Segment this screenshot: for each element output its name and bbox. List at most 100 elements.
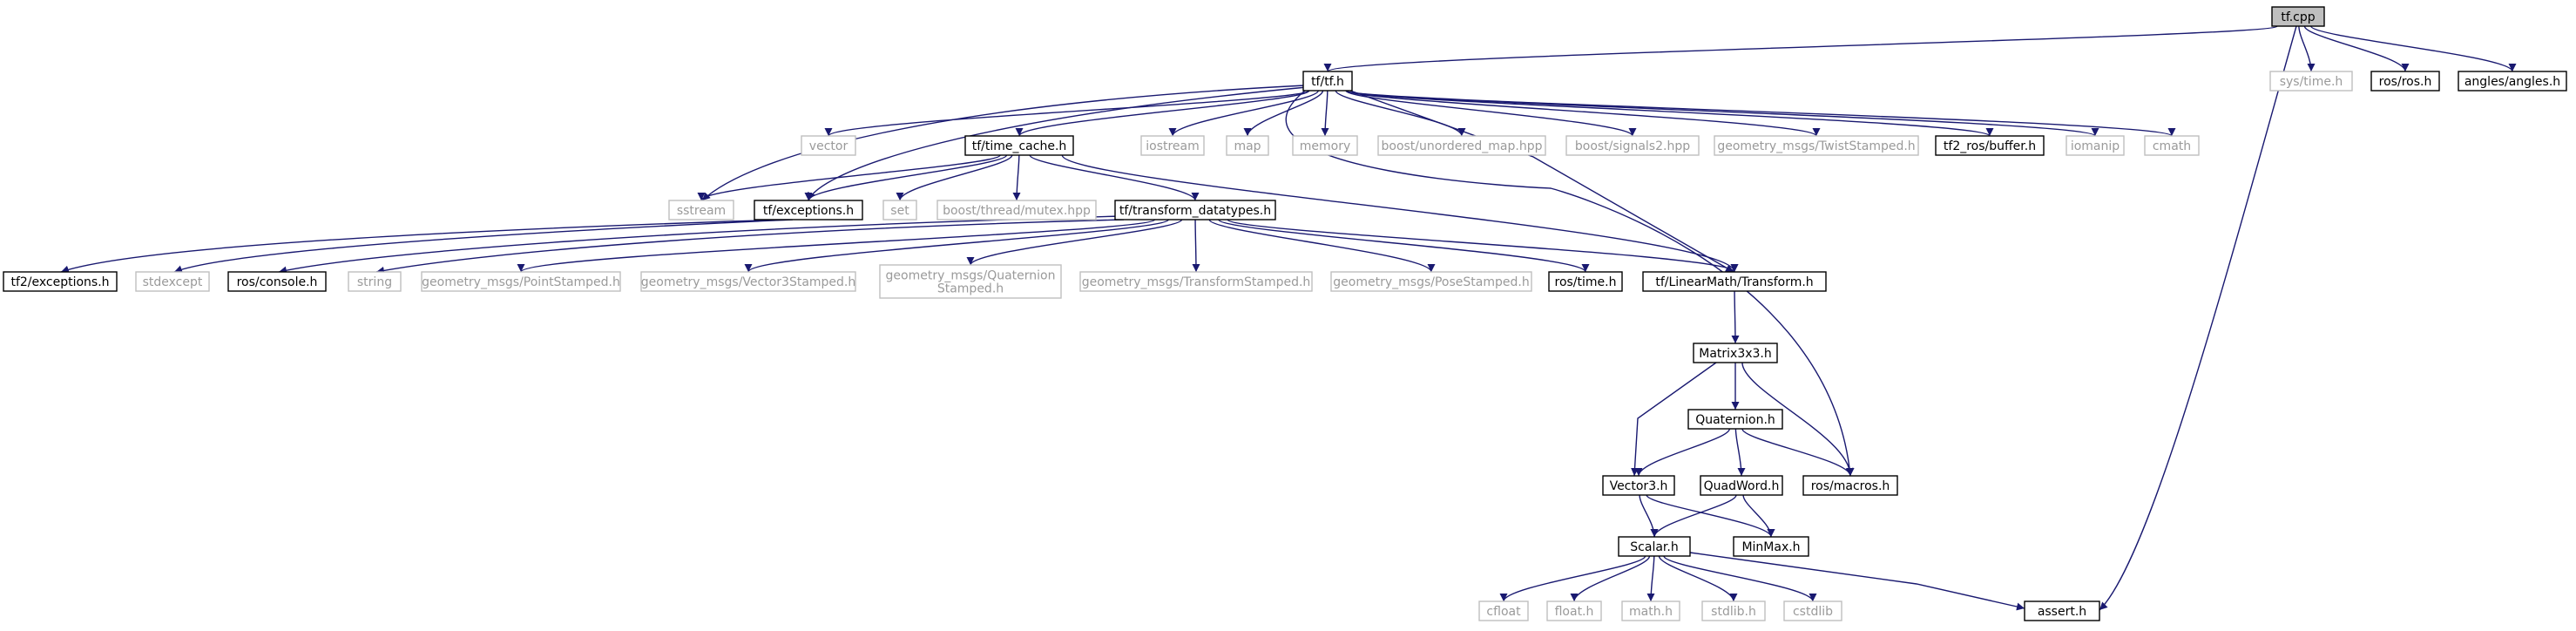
edge-transform-datatypes-to-ros-time (1218, 219, 1590, 273)
node-label: ros/time.h (1555, 275, 1617, 289)
edge-tf-h-to-cmath (1346, 90, 2176, 137)
node-box (348, 271, 402, 292)
node-cstdlib: cstdlib (1783, 600, 1842, 621)
node-box (1621, 600, 1680, 621)
node-label: tf2/exceptions.h (10, 275, 109, 289)
node-box (2144, 135, 2200, 156)
node-scalar[interactable]: Scalar.h (1618, 536, 1691, 557)
node-box (1226, 135, 1269, 156)
node-label: vector (809, 139, 849, 153)
node-label: ros/macros.h (1811, 479, 1890, 493)
edge-time-cache-to-transform-datatypes (1029, 154, 1200, 201)
node-box (1700, 475, 1783, 496)
edge-scalar-to-math-h (1646, 555, 1655, 602)
node-transform-stamped: geometry_msgs/TransformStamped.h (1079, 271, 1313, 292)
node-box (3, 271, 118, 292)
node-label: geometry_msgs/TwistStamped.h (1717, 139, 1915, 153)
node-unordered-map: boost/unordered_map.hpp (1377, 135, 1546, 156)
node-tf2-buffer[interactable]: tf2_ros/buffer.h (1935, 135, 2045, 156)
edge-tf-exceptions-to-stdexcept (173, 219, 794, 274)
node-label: geometry_msgs/Vector3Stamped.h (641, 275, 856, 289)
edge-tf-h-to-lm-transform (1349, 90, 1734, 273)
node-label: stdlib.h (1711, 605, 1756, 619)
edge-quadword-to-minmax (1742, 494, 1775, 538)
node-tf-h[interactable]: tf/tf.h (1302, 71, 1353, 92)
node-lm-transform[interactable]: tf/LinearMath/Transform.h (1642, 271, 1827, 292)
node-box (2458, 71, 2567, 92)
node-box (1733, 536, 1809, 557)
node-label: Scalar.h (1630, 540, 1678, 554)
edge-quaternion-h-to-ros-macros (1741, 428, 1855, 477)
edge-time-cache-to-tf-exceptions (804, 154, 1008, 201)
node-quadword[interactable]: QuadWord.h (1700, 475, 1783, 496)
node-assert-h[interactable]: assert.h (2024, 600, 2100, 621)
node-tf-cpp[interactable]: tf.cpp (2271, 6, 2325, 27)
node-iostream: iostream (1140, 135, 1205, 156)
node-label: set (890, 204, 909, 218)
node-box (801, 135, 856, 156)
edge-time-cache-to-mutex (1012, 154, 1021, 201)
node-label: ros/ros.h (2379, 75, 2432, 89)
node-quaternion-h[interactable]: Quaternion.h (1687, 409, 1783, 430)
node-angles[interactable]: angles/angles.h (2458, 71, 2567, 92)
node-box (1783, 600, 1842, 621)
edge-tf-cpp-to-assert-h (2099, 25, 2297, 611)
node-sys-time: sys/time.h (2269, 71, 2353, 92)
node-signals2: boost/signals2.hpp (1565, 135, 1700, 156)
node-box (882, 200, 917, 221)
edge-vector3-h-to-scalar (1639, 494, 1659, 538)
node-cfloat: cfloat (1478, 600, 1529, 621)
node-box (1618, 536, 1691, 557)
node-box (640, 271, 856, 292)
node-box (1802, 475, 1898, 496)
node-mutex: boost/thread/mutex.hpp (936, 200, 1097, 221)
node-box (1114, 200, 1276, 221)
edge-tf-h-to-vector (824, 90, 1309, 137)
node-minmax[interactable]: MinMax.h (1733, 536, 1809, 557)
node-label: tf/LinearMath/Transform.h (1655, 275, 1813, 289)
edge-scalar-to-stdlib-h (1658, 555, 1738, 602)
node-box (1565, 135, 1700, 156)
edge-matrix3x3-to-ros-macros (1741, 362, 1855, 477)
node-vector: vector (801, 135, 856, 156)
edges-layer (60, 25, 2517, 611)
edge-transform-datatypes-to-pose-stamped (1208, 219, 1436, 273)
node-pose-stamped: geometry_msgs/PoseStamped.h (1330, 271, 1532, 292)
node-label: sys/time.h (2280, 75, 2343, 89)
node-box (1079, 271, 1313, 292)
node-vector3-h[interactable]: Vector3.h (1602, 475, 1675, 496)
node-time-cache[interactable]: tf/time_cache.h (964, 135, 1074, 156)
node-box (1701, 600, 1766, 621)
edge-tf-cpp-to-angles (2310, 25, 2517, 72)
node-vector3-stamped: geometry_msgs/Vector3Stamped.h (640, 271, 856, 292)
node-box (1935, 135, 2045, 156)
node-box (1693, 343, 1778, 363)
node-ros-time[interactable]: ros/time.h (1548, 271, 1623, 292)
node-matrix3x3[interactable]: Matrix3x3.h (1693, 343, 1778, 363)
node-box (936, 200, 1097, 221)
node-string: string (348, 271, 402, 292)
node-ros-console[interactable]: ros/console.h (227, 271, 327, 292)
edge-tf-h-to-unordered-map (1335, 90, 1466, 137)
edge-tf-h-to-tf2-buffer (1346, 90, 1994, 137)
node-label: cmath (2153, 139, 2191, 153)
node-ros-macros[interactable]: ros/macros.h (1802, 475, 1898, 496)
nodes-layer: tf.cpp tf/tf.h sys/time.h ros/ros.h angles/a… (3, 6, 2567, 621)
node-transform-datatypes[interactable]: tf/transform_datatypes.h (1114, 200, 1276, 221)
edge-transform-datatypes-to-transform-stamped (1192, 219, 1200, 273)
node-box (1714, 135, 1919, 156)
node-label: tf2_ros/buffer.h (1944, 139, 2036, 153)
node-box (1687, 409, 1783, 430)
node-label: QuadWord.h (1704, 479, 1780, 493)
node-box (668, 200, 734, 221)
edge-scalar-to-cstdlib (1663, 555, 1817, 602)
edge-tf-cpp-to-tf-h (1324, 25, 2278, 72)
node-tf2-exceptions[interactable]: tf2/exceptions.h (3, 271, 118, 292)
node-box (964, 135, 1074, 156)
node-box (1292, 135, 1358, 156)
edge-matrix3x3-to-vector3-h (1631, 362, 1717, 477)
node-label: tf/tf.h (1311, 75, 1344, 89)
node-tf-exceptions[interactable]: tf/exceptions.h (754, 200, 863, 221)
node-ros-ros[interactable]: ros/ros.h (2370, 71, 2440, 92)
